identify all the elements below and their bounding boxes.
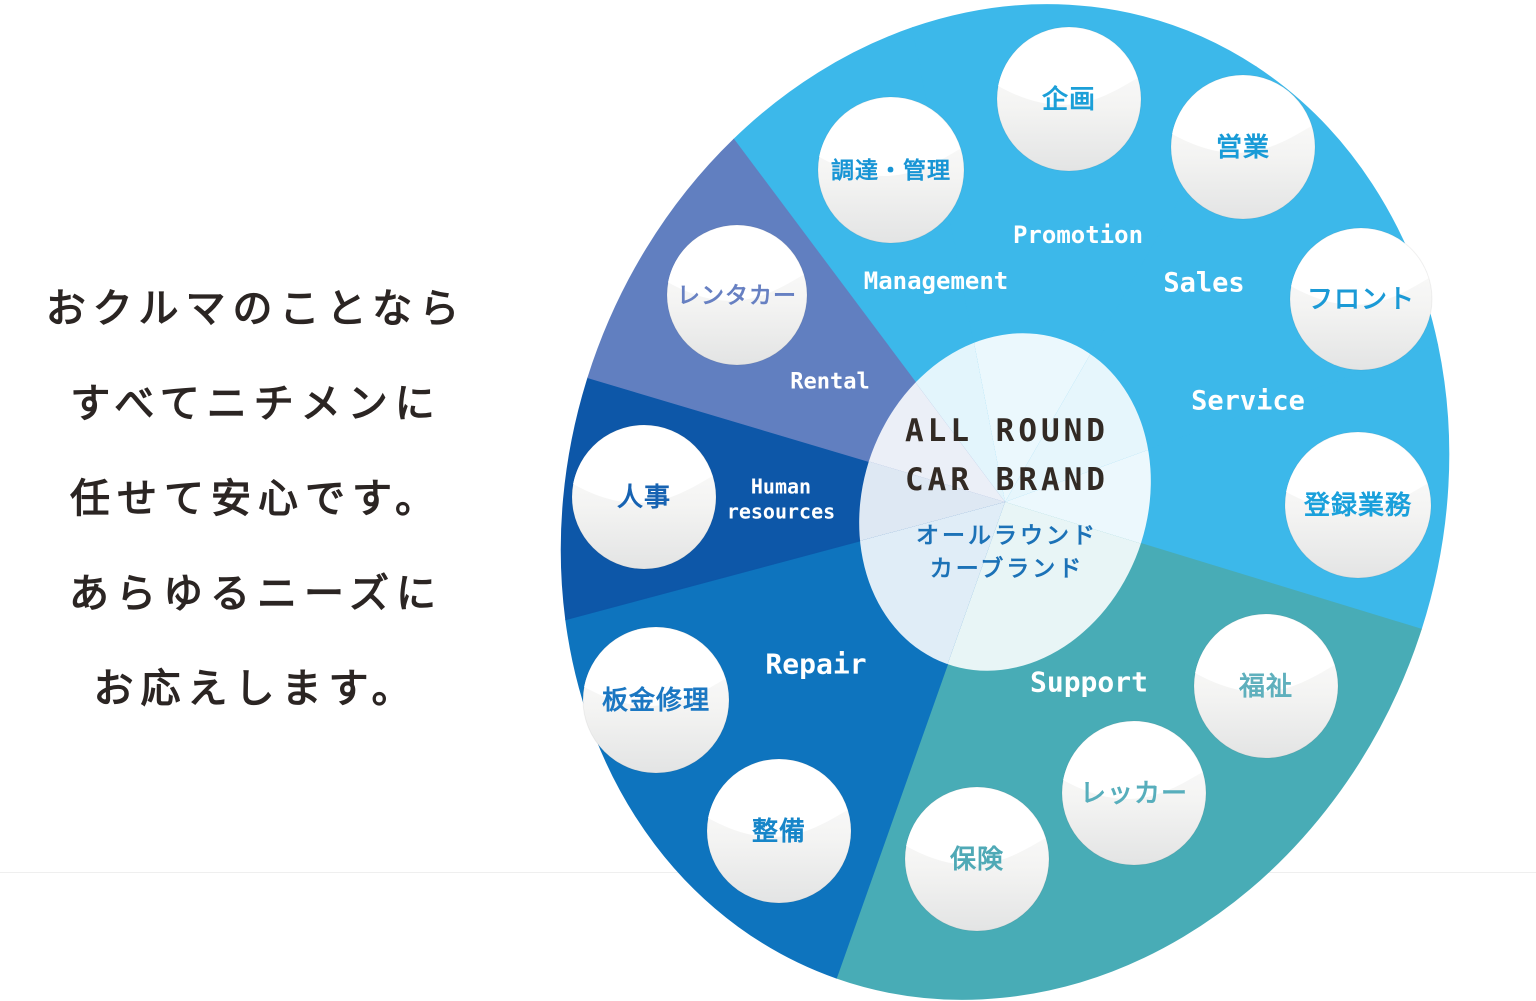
center-subtitle-line1: オールラウンド <box>916 523 1098 549</box>
bubble-sales-dept: 営業 <box>1170 74 1316 220</box>
center-wedge-support <box>836 502 1198 713</box>
segment-label-sales: Sales <box>1163 268 1244 299</box>
segment-label-promotion: Promotion <box>1013 221 1143 249</box>
bubble-label: レッカー <box>1080 779 1188 809</box>
center-subtitle-line2: カーブランド <box>930 555 1085 582</box>
center-wedge-sales <box>1005 291 1198 502</box>
bubble-gloss-highlight <box>998 27 1138 105</box>
center-ellipse <box>812 291 1198 713</box>
bubble-label: 福祉 <box>1238 672 1293 702</box>
headline-line: お応えします。 <box>93 666 419 712</box>
bubble-label: フロント <box>1307 285 1415 315</box>
center-title-line1: ALL ROUND <box>905 413 1109 449</box>
headline: おクルマのことなら すべてニチメンに 任せて安心です。 あらゆるニーズに お応え… <box>0 262 512 737</box>
bubble-front: フロント <box>1289 227 1433 371</box>
bubble-label: 整備 <box>752 816 806 847</box>
bubble-gloss-highlight <box>708 759 848 837</box>
bubble-gloss-highlight <box>573 425 713 503</box>
headline-line: あらゆるニーズに <box>69 571 443 617</box>
segment-label-support: Support <box>1030 666 1148 699</box>
headline-line: 任せて安心です。 <box>70 476 442 522</box>
headline-line: すべてニチメンに <box>70 381 442 427</box>
segment-label-human-resources: resources <box>727 500 835 524</box>
bubble-planning: 企画 <box>996 26 1142 172</box>
center-wedge-promotion <box>912 291 1198 502</box>
segment-label-service: Service <box>1191 386 1305 417</box>
bubble-label: 企画 <box>1042 84 1096 115</box>
bubble-gloss-highlight <box>584 627 726 707</box>
bubble-rental-car: レンタカー <box>666 224 808 366</box>
bubble-gloss-highlight <box>1291 228 1429 305</box>
bubble-label: 登録業務 <box>1303 490 1412 521</box>
center-wedge-management <box>812 291 1005 502</box>
bubble-registration: 登録業務 <box>1284 431 1432 579</box>
segment-label-human-resources: Human <box>751 475 811 499</box>
bubble-label: 保険 <box>949 844 1004 875</box>
bubble-hr: 人事 <box>571 424 717 570</box>
segment-label-management: Management <box>864 267 1009 295</box>
center-wedge-repair <box>812 502 1005 713</box>
bubble-gloss-highlight <box>1172 75 1312 153</box>
bubble-sheet-metal-repair: 板金修理 <box>582 626 730 774</box>
segment-label-repair: Repair <box>765 648 866 681</box>
bubble-label: 人事 <box>617 483 671 513</box>
bubble-label: 板金修理 <box>602 685 710 716</box>
bubble-gloss-highlight <box>1286 432 1428 512</box>
bubble-gloss-highlight <box>906 787 1046 865</box>
bubble-label: 営業 <box>1216 133 1270 163</box>
bubble-gloss-highlight <box>1195 614 1335 692</box>
bubble-gloss-highlight <box>668 225 804 301</box>
center-wedge-rental <box>812 291 1005 502</box>
bubble-label: レンタカー <box>677 283 797 309</box>
headline-line: おクルマのことなら <box>45 286 467 332</box>
bubble-maintenance: 整備 <box>706 758 852 904</box>
bubble-label: 調達・管理 <box>831 157 951 184</box>
center-title-line2: CAR BRAND <box>905 462 1109 498</box>
segment-label-rental: Rental <box>790 370 869 395</box>
bubble-insurance: 保険 <box>904 786 1050 932</box>
bubble-procurement-management: 調達・管理 <box>817 96 965 244</box>
bubble-gloss-highlight <box>1063 721 1203 799</box>
bubble-welfare: 福祉 <box>1193 613 1339 759</box>
bubble-gloss-highlight <box>819 97 961 177</box>
bubble-tow-truck: レッカー <box>1061 720 1207 866</box>
